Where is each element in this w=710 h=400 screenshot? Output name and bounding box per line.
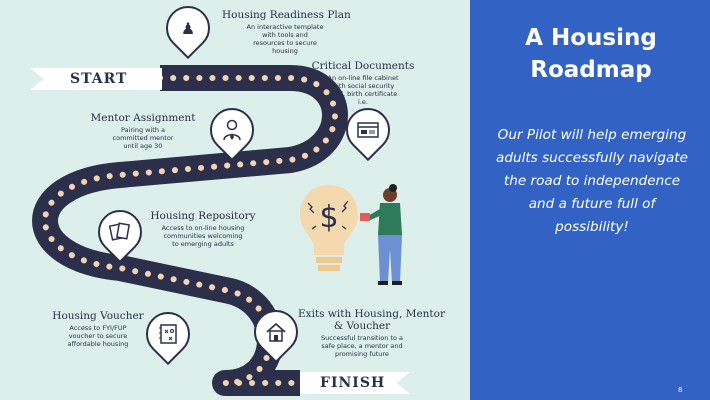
title-panel xyxy=(470,0,710,400)
chess-pawn-icon: ♟ xyxy=(180,18,196,38)
start-label: START xyxy=(70,71,128,87)
lightbulb-dollar-icon: $ xyxy=(300,185,358,271)
pin-housing-repository xyxy=(88,200,152,264)
browser-window-icon xyxy=(348,110,388,150)
mentor-person-icon xyxy=(212,110,252,150)
pin-exits xyxy=(244,300,308,364)
finish-banner: FINISH xyxy=(300,372,410,394)
road-dots xyxy=(42,75,338,386)
slide-title-line1: A Housing xyxy=(525,25,657,51)
start-banner: START xyxy=(30,68,162,90)
milestone-title: Critical Documents xyxy=(311,60,415,72)
milestone-title: Housing Voucher xyxy=(52,310,144,322)
milestone-housing-repository: Housing Repository Access to on-line hou… xyxy=(150,210,256,248)
strategy-notebook-icon xyxy=(148,314,188,354)
milestone-title: Exits with Housing, Mentor xyxy=(298,308,445,320)
documents-icon xyxy=(100,212,140,252)
slide-title: A Housing Roadmap xyxy=(478,22,704,86)
milestone-critical-documents: Critical Documents An on-line file cabin… xyxy=(308,60,418,106)
slide-tagline: Our Pilot will help emerging adults succ… xyxy=(496,127,688,235)
milestone-title: Housing Readiness Plan xyxy=(222,9,351,21)
milestone-title: Housing Repository xyxy=(150,210,256,222)
milestone-title-line2: & Voucher xyxy=(333,320,391,332)
milestone-exits: Exits with Housing, Mentor & Voucher Suc… xyxy=(298,308,445,358)
woman-watering-can-icon xyxy=(360,184,402,285)
pin-critical-documents xyxy=(336,98,400,162)
roadmap-illustration: START FINISH ♟ Housing Readiness Plan An… xyxy=(0,0,470,400)
page-number: 8 xyxy=(678,386,683,394)
house-icon xyxy=(256,312,296,352)
pin-housing-voucher xyxy=(136,302,200,366)
milestone-readiness-plan: Housing Readiness Plan An interactive te… xyxy=(222,9,351,55)
slide-title-line2: Roadmap xyxy=(530,57,652,83)
finish-label: FINISH xyxy=(320,375,386,391)
milestone-title: Mentor Assignment xyxy=(90,112,196,124)
pin-mentor-assignment xyxy=(200,98,264,162)
svg-text:$: $ xyxy=(319,200,338,235)
